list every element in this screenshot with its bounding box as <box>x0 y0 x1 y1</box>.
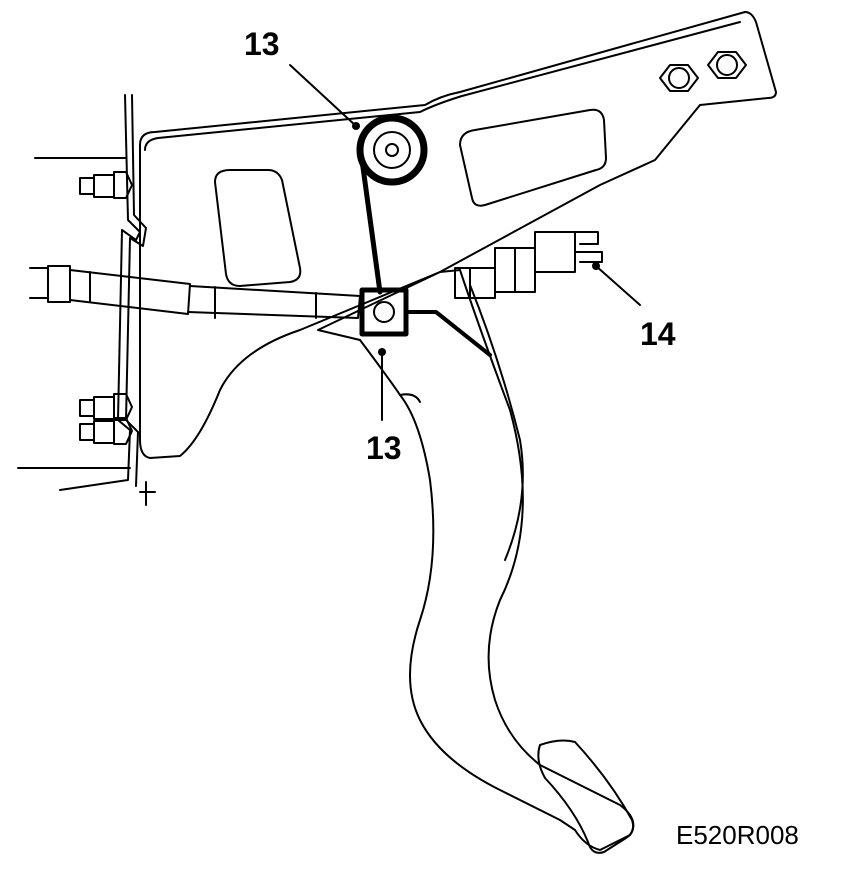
pivot-bushing <box>356 114 428 186</box>
bulkhead-bolt-bottom <box>79 417 133 445</box>
bracket-nut-left <box>659 64 699 92</box>
bulkhead-bolt-middle <box>79 393 133 421</box>
bracket-nut-right <box>707 51 747 79</box>
bracket-cutout-left <box>214 169 302 287</box>
leader-14 <box>595 265 641 306</box>
pedal-pad <box>537 739 635 854</box>
pedal-switch <box>454 231 603 299</box>
callout-14: 14 <box>640 316 676 352</box>
pushrod <box>29 265 361 319</box>
leader-13-top <box>289 64 357 127</box>
callout-13-bottom: 13 <box>366 430 402 466</box>
callout-13-top: 13 <box>244 26 280 62</box>
bulkhead-bolt-top <box>79 171 133 199</box>
pedal-arm <box>317 269 635 851</box>
pedal-pivot-clip <box>359 287 492 357</box>
figure-code: E520R008 <box>676 820 799 850</box>
bracket-flange <box>144 21 741 151</box>
return-spring <box>359 157 383 295</box>
bulkhead-panel <box>17 94 156 506</box>
bracket-cutout-right <box>459 108 607 207</box>
pedal-bracket <box>139 11 777 459</box>
